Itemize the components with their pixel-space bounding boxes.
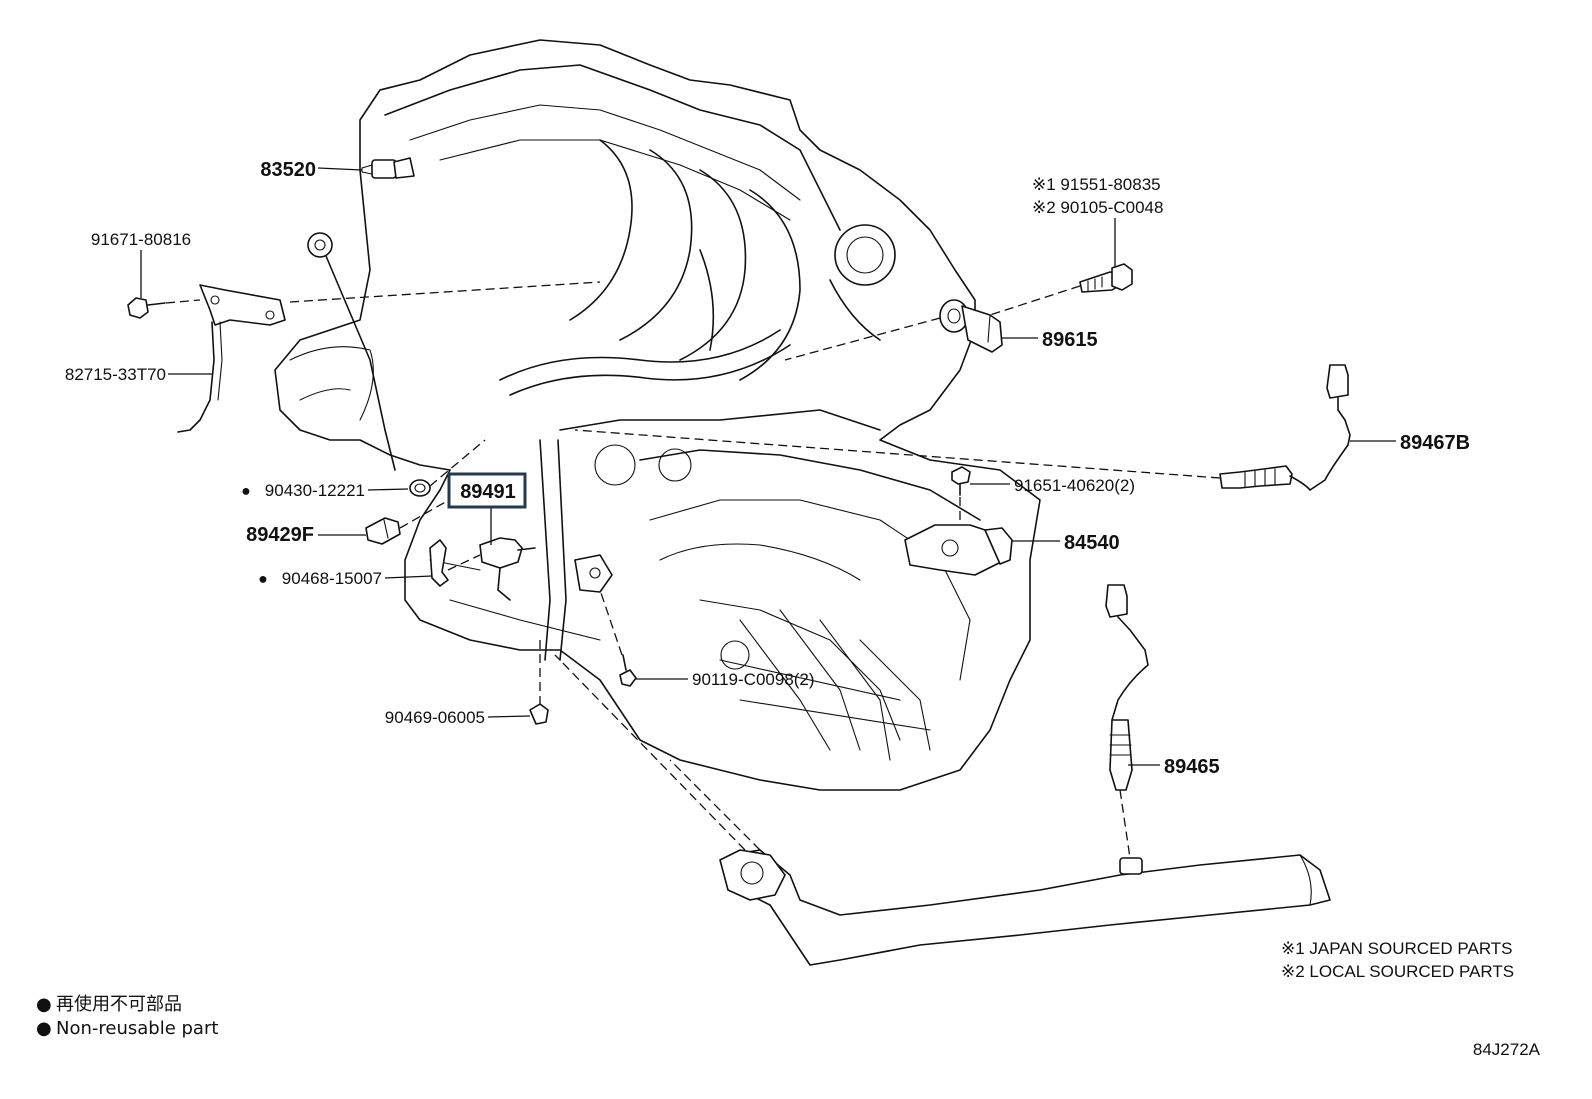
callout-89465: 89465 xyxy=(1164,756,1220,778)
bolt-90119-part xyxy=(619,654,637,687)
callout-84540: 84540 xyxy=(1064,532,1120,554)
non-reusable-marker-90430: ● xyxy=(241,483,251,500)
callout-91551-80835: ※1 91551-80835 xyxy=(1032,175,1161,194)
callout-90468-15007: 90468-15007 xyxy=(282,569,382,588)
exhaust-pipe xyxy=(719,849,1331,966)
sensor-89429F-part xyxy=(365,517,401,545)
oxygen-sensor-89465-part xyxy=(1105,584,1149,791)
oxygen-sensor-89467B-part xyxy=(1219,364,1351,491)
leader-lines xyxy=(140,167,1396,859)
sourcing-notes: ※1 JAPAN SOURCED PARTS ※2 LOCAL SOURCED … xyxy=(1281,939,1514,981)
callout-83520: 83520 xyxy=(260,159,316,181)
bolt-91651-part xyxy=(951,466,971,496)
callout-91651-40620: 91651-40620(2) xyxy=(1014,476,1135,495)
legend: ● 再使用不可部品 ● Non-reusable part xyxy=(36,994,218,1039)
callout-labels: 83520 91671-80816 82715-33T70 ● 90430-12… xyxy=(65,159,1470,778)
clip-90469-part xyxy=(529,703,549,725)
switch-84540-part xyxy=(904,524,1013,576)
knock-sensor-89615-part xyxy=(939,299,1003,353)
gasket-90430-part xyxy=(409,479,431,497)
note-local-sourced: ※2 LOCAL SOURCED PARTS xyxy=(1281,962,1514,981)
callout-90119-C0098: 90119-C0098(2) xyxy=(692,670,815,689)
callout-89467B: 89467B xyxy=(1400,432,1470,454)
bracket-82715-part xyxy=(177,284,286,433)
note-japan-sourced: ※1 JAPAN SOURCED PARTS xyxy=(1281,939,1513,958)
non-reusable-marker-90468: ● xyxy=(258,571,268,588)
figure-code: 84J272A xyxy=(1473,1040,1541,1059)
clamp-90468-part xyxy=(429,539,449,587)
callout-90469-06005: 90469-06005 xyxy=(385,708,485,727)
legend-bullet-en: ● xyxy=(36,1018,52,1039)
callout-90430-12221: 90430-12221 xyxy=(265,481,365,500)
engine-illustration xyxy=(274,39,1041,791)
bolt-91671-part xyxy=(127,297,166,319)
bolt-91551-part xyxy=(1079,263,1133,293)
callout-82715-33T70: 82715-33T70 xyxy=(65,365,166,384)
oil-pressure-switch-part xyxy=(361,157,415,179)
legend-text-jp: 再使用不可部品 xyxy=(56,994,182,1015)
legend-bullet-jp: ● xyxy=(36,994,52,1015)
legend-text-en: Non-reusable part xyxy=(56,1018,218,1039)
sensor-89491-part xyxy=(479,537,536,601)
callout-89429F: 89429F xyxy=(246,524,314,546)
callout-90105-C0048: ※2 90105-C0048 xyxy=(1032,198,1163,217)
callout-91671-80816: 91671-80816 xyxy=(91,230,191,249)
callout-89615: 89615 xyxy=(1042,329,1098,351)
highlight-box-89491 xyxy=(447,472,527,509)
callout-89491: 89491 xyxy=(460,481,516,503)
